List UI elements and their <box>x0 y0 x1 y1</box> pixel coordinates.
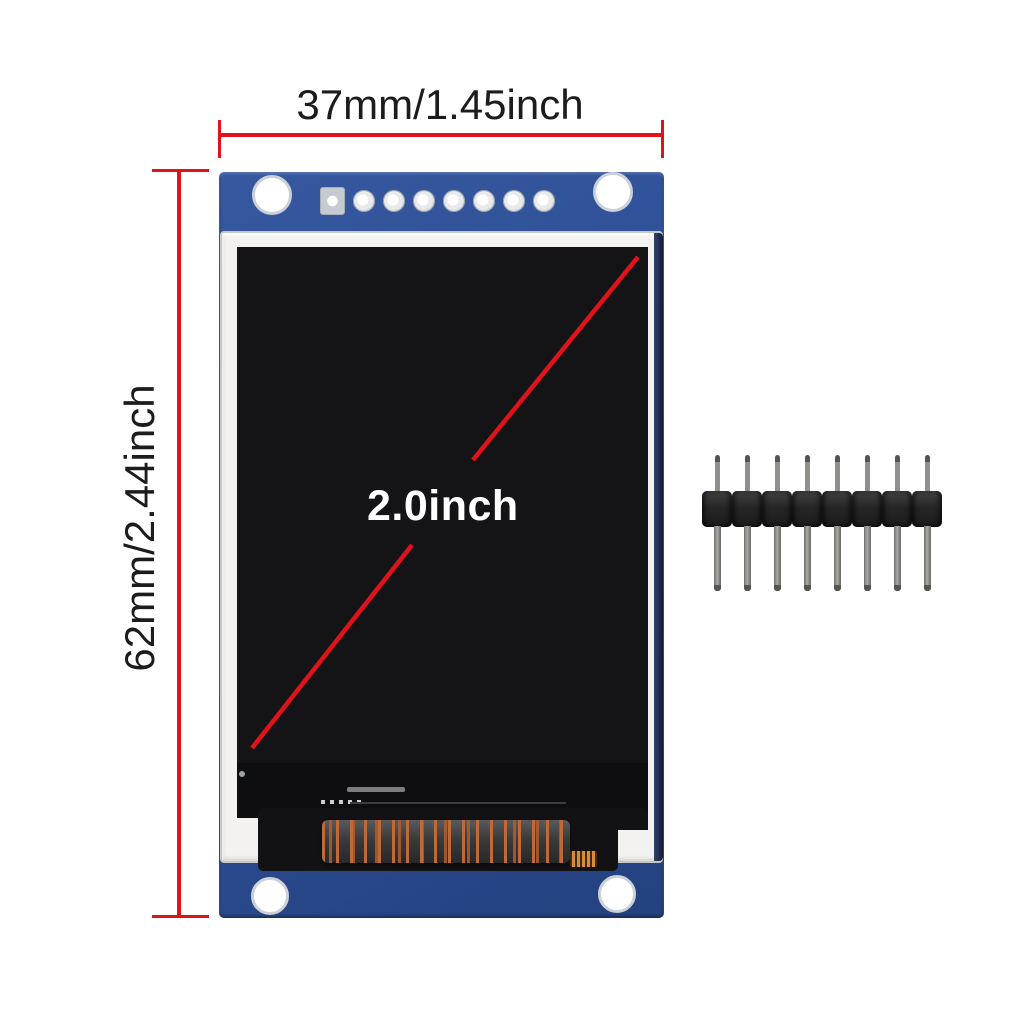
solder-pad-round <box>413 190 435 212</box>
mounting-hole-bottom-right <box>598 875 636 913</box>
pin-plastic-body <box>852 491 882 527</box>
header-pin <box>702 455 732 594</box>
height-dimension-tick-bottom <box>152 915 209 918</box>
pin-plastic-body <box>762 491 792 527</box>
pin-top-lead <box>774 455 780 492</box>
width-dimension-label: 37mm/1.45inch <box>296 81 584 128</box>
pin-bottom-lead <box>743 526 751 591</box>
solder-pad-round <box>383 190 405 212</box>
flex-connector <box>570 851 597 867</box>
lcd-screen: 2.0inch <box>237 247 648 818</box>
pin-top-lead <box>714 455 720 492</box>
header-pin <box>732 455 762 594</box>
screen-size-label: 2.0inch <box>367 482 519 530</box>
bezel-detail-dot <box>239 771 245 777</box>
header-pin <box>762 455 792 594</box>
width-dimension-line <box>220 133 663 137</box>
pin-bottom-lead <box>803 526 811 591</box>
header-pin <box>882 455 912 594</box>
width-dimension-tick-right <box>661 120 664 158</box>
module-right-edge <box>654 233 663 861</box>
pin-plastic-body <box>792 491 822 527</box>
pin-top-lead <box>744 455 750 492</box>
pin-top-lead <box>894 455 900 492</box>
black-tape-step <box>610 808 648 830</box>
bezel-detail-line <box>350 802 566 804</box>
pin-bottom-lead <box>713 526 721 591</box>
bezel-detail-dashes <box>321 800 365 804</box>
mounting-hole-top-right <box>593 172 633 212</box>
pad-row <box>320 187 555 215</box>
pin-plastic-body <box>702 491 732 527</box>
header-pin <box>912 455 942 594</box>
pin-plastic-body <box>882 491 912 527</box>
pin-bottom-lead <box>863 526 871 591</box>
pin-bottom-lead <box>833 526 841 591</box>
height-dimension-label: 62mm/2.44inch <box>116 384 163 672</box>
flex-ribbon-cable <box>322 820 570 863</box>
solder-pad-round <box>473 190 495 212</box>
solder-pad-round <box>353 190 375 212</box>
height-dimension-line <box>177 170 181 917</box>
header-pin <box>792 455 822 594</box>
bezel-detail-bar <box>347 787 405 792</box>
width-dimension-tick-left <box>218 120 221 158</box>
pin-plastic-body <box>822 491 852 527</box>
pin-top-lead <box>924 455 930 492</box>
mounting-hole-bottom-left <box>251 877 289 915</box>
pin-top-lead <box>834 455 840 492</box>
pin-header <box>702 455 942 594</box>
solder-pad-round <box>533 190 555 212</box>
pin-bottom-lead <box>773 526 781 591</box>
mounting-hole-top-left <box>252 175 292 215</box>
solder-pad-square <box>320 187 345 215</box>
pin-top-lead <box>864 455 870 492</box>
diagonal-size-line <box>250 255 640 750</box>
height-dimension-tick-top <box>152 169 209 172</box>
pin-plastic-body <box>732 491 762 527</box>
header-pin <box>852 455 882 594</box>
solder-pad-round <box>443 190 465 212</box>
pin-bottom-lead <box>923 526 931 591</box>
pin-plastic-body <box>912 491 942 527</box>
pin-bottom-lead <box>893 526 901 591</box>
pin-top-lead <box>804 455 810 492</box>
header-pin <box>822 455 852 594</box>
solder-pad-round <box>503 190 525 212</box>
